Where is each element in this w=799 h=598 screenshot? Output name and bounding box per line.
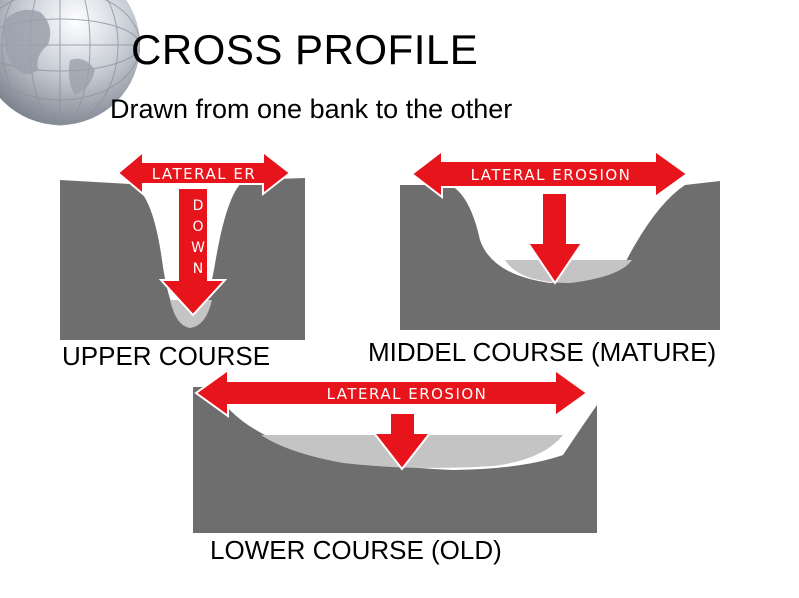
- middle-valley-rock: [400, 181, 720, 330]
- lateral-erosion-label: LATERAL EROSION: [471, 166, 632, 184]
- slide-subtitle: Drawn from one bank to the other: [110, 94, 513, 124]
- lower-valley-rock: [193, 387, 597, 533]
- downward-erosion-arrow: [526, 192, 584, 285]
- downward-erosion-arrow: [371, 412, 433, 471]
- lateral-erosion-label: LATERAL EROSION: [327, 385, 488, 403]
- upper-valley-rock: [60, 178, 305, 340]
- down-letter-w: W: [191, 240, 205, 256]
- down-letter-d: D: [193, 198, 204, 214]
- lateral-erosion-arrow: [410, 148, 689, 200]
- lower-course-diagram: LATERAL EROSION: [193, 368, 597, 533]
- middle-valley-water: [505, 260, 632, 283]
- lower-course-caption: LOWER COURSE (OLD): [210, 535, 502, 565]
- upper-course-caption: UPPER COURSE: [62, 341, 271, 371]
- lateral-erosion-label: LATERAL ER: [152, 165, 257, 183]
- down-letter-o: O: [192, 219, 203, 235]
- middle-course-diagram: LATERAL EROSION: [400, 148, 720, 330]
- down-letter-n: N: [193, 261, 203, 277]
- globe-icon: [0, 0, 140, 126]
- lateral-erosion-arrow: [194, 368, 589, 418]
- downward-erosion-arrow: [158, 187, 228, 317]
- lateral-erosion-arrow: [116, 150, 292, 197]
- slide-title: CROSS PROFILE: [131, 26, 479, 73]
- middle-course-caption: MIDDEL COURSE (MATURE): [368, 337, 717, 367]
- upper-course-diagram: LATERAL ER D O W N: [60, 150, 305, 340]
